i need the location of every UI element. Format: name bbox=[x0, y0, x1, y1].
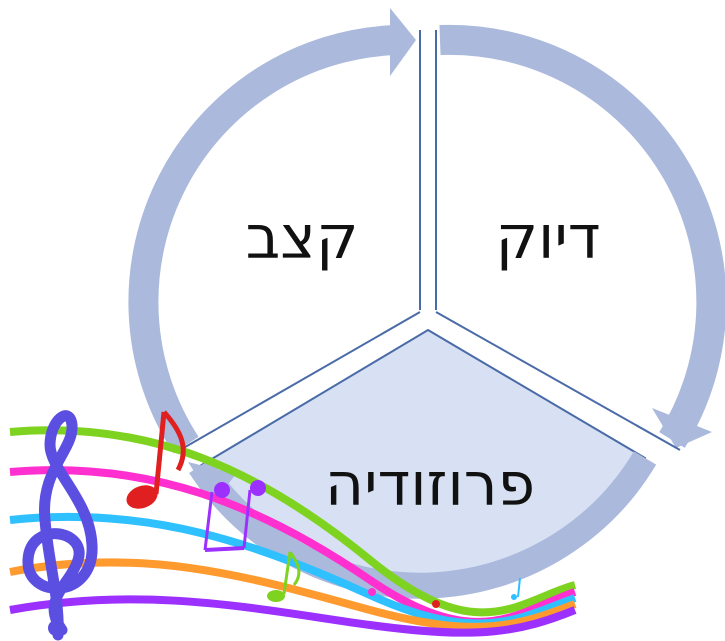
segment-label-accuracy: דיוק bbox=[495, 203, 600, 273]
eighth-note-icon bbox=[123, 412, 183, 513]
segment-label-rate: קצב bbox=[246, 203, 359, 273]
segment-label-prosody: פרוזודיה bbox=[325, 450, 535, 520]
